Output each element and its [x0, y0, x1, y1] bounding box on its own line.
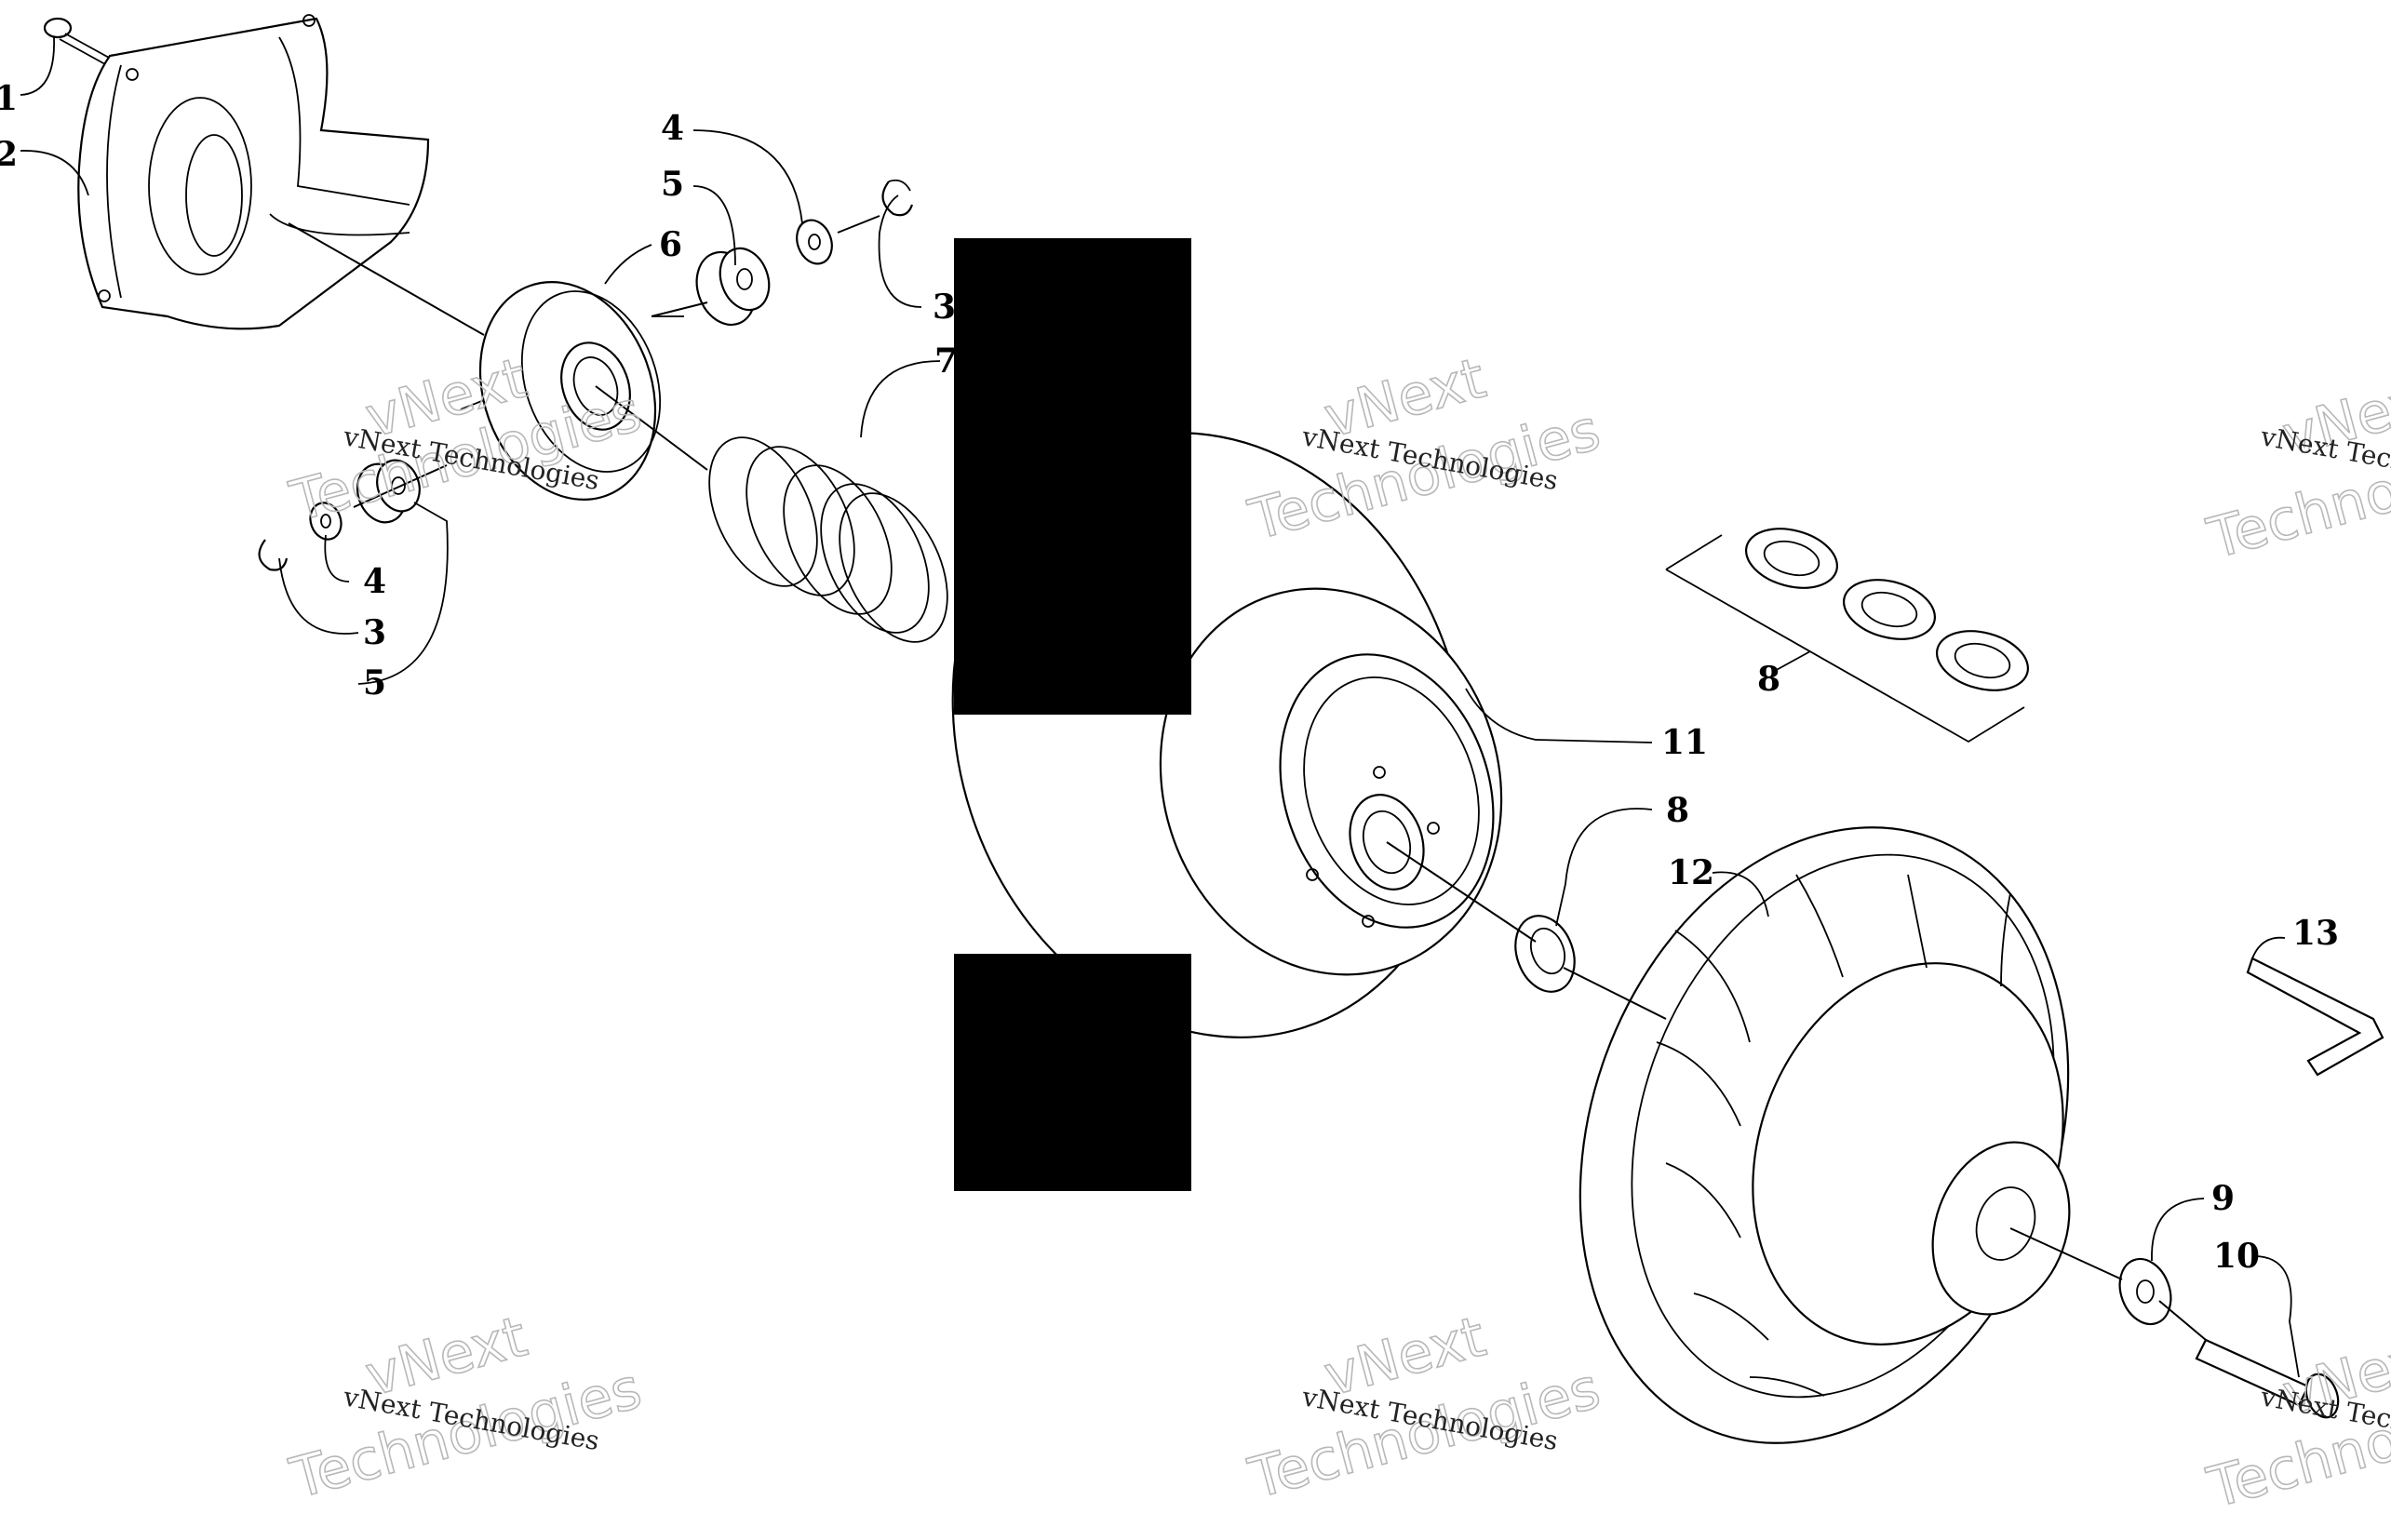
part-roller-upper — [695, 247, 771, 327]
part-roller-lower — [356, 459, 421, 524]
callout-label: 11 — [1661, 723, 1708, 762]
watermark-3: vNext Technologies vNext Technologies — [2200, 364, 2391, 573]
part-snap-ring-upper — [881, 179, 914, 217]
callout-label: 12 — [1668, 853, 1714, 892]
part-shim-single — [1514, 915, 1576, 993]
callout-label: 3 — [933, 288, 956, 327]
redaction-block-lower — [954, 954, 1191, 1191]
part-housing — [77, 14, 430, 330]
assembly-axes — [288, 215, 2207, 1341]
watermark-2: vNext Technologies vNext Technologies — [1242, 345, 1607, 555]
callout-label: 1 — [0, 79, 18, 118]
part-washer-bolt — [2118, 1257, 2172, 1326]
callout-label: 2 — [0, 135, 18, 174]
callout-label: 3 — [363, 613, 386, 652]
callout-label: 4 — [661, 109, 684, 148]
part-washer-upper — [796, 219, 833, 265]
callout-label: 10 — [2213, 1237, 2260, 1276]
part-hex-key — [2246, 957, 2384, 1077]
callout-label: 5 — [363, 663, 386, 703]
part-snap-ring-lower — [258, 539, 289, 571]
callout-label: 5 — [661, 165, 684, 204]
callout-label: 8 — [1666, 791, 1689, 830]
callout-label: 6 — [659, 225, 682, 264]
part-cam — [460, 281, 684, 501]
callout-label: 13 — [2292, 914, 2339, 953]
part-washer-lower — [309, 502, 343, 541]
watermark-4: vNext Technologies vNext Technologies — [283, 1304, 649, 1513]
part-sheave-fixed — [1578, 826, 2071, 1444]
callout-label: 9 — [2211, 1179, 2235, 1218]
part-shim-set — [1665, 528, 2030, 743]
watermark-5: vNext Technologies vNext Technologies — [1242, 1304, 1607, 1513]
redaction-blocks — [954, 238, 1191, 1191]
callout-labels: 1 2 4 5 6 3 7 4 3 5 8 11 8 12 13 9 10 — [0, 79, 2339, 1276]
callout-label: 8 — [1757, 660, 1780, 699]
part-bolt — [2195, 1338, 2340, 1419]
part-spring — [708, 436, 948, 643]
redaction-block-upper — [954, 238, 1191, 715]
callout-label: 7 — [934, 341, 958, 381]
leader-lines — [20, 36, 2300, 1378]
callout-label: 4 — [363, 562, 386, 601]
